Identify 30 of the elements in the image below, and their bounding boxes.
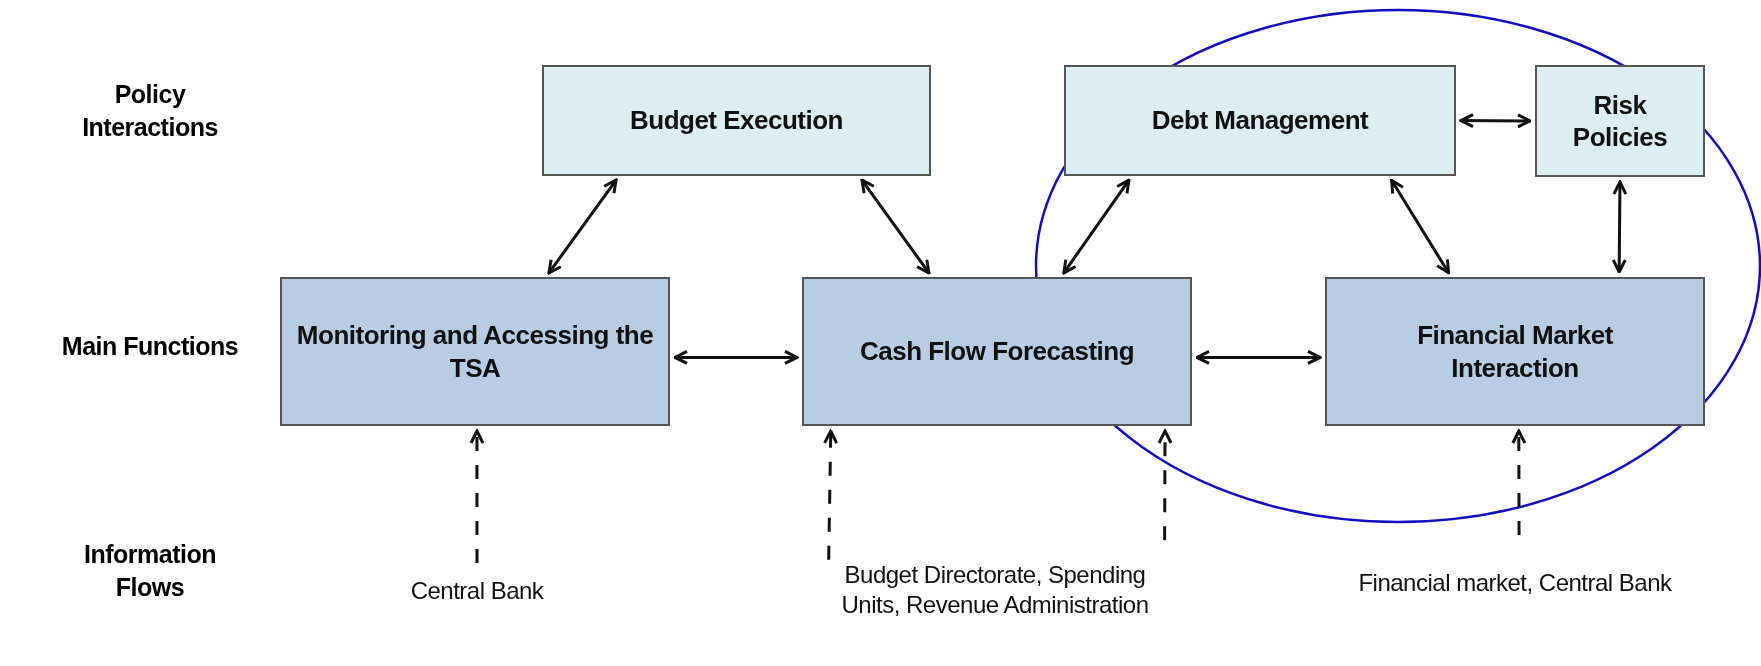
box-label: Budget Execution [630, 104, 843, 137]
process-box [1064, 65, 1456, 176]
arrow [860, 178, 931, 275]
arrow [1459, 113, 1532, 129]
box-label: Risk Policies [1571, 88, 1669, 154]
box-label: Debt Management [1151, 104, 1369, 137]
dashed-arrow [1511, 429, 1527, 535]
source-text: Financial market, Central Bank [1358, 568, 1672, 598]
box-label: Monitoring and Accessing the TSA [295, 319, 655, 384]
process-box [802, 277, 1192, 426]
dashed-arrow [823, 429, 839, 560]
dashed-arrow [469, 429, 485, 563]
arrow [1062, 178, 1131, 275]
arrow [673, 349, 799, 365]
arrow [547, 178, 618, 275]
arrow [1611, 180, 1628, 274]
process-box [280, 277, 670, 426]
process-box [1535, 65, 1705, 177]
source-text: Central Bank [410, 576, 544, 606]
box-label: Financial Market Interaction [1416, 319, 1614, 384]
box-label: Cash Flow Forecasting [859, 335, 1135, 368]
row-label: Information Flows [83, 539, 217, 603]
source-text: Budget Directorate, Spending Units, Revenue Administration [840, 560, 1150, 620]
process-box [1325, 277, 1705, 426]
arrow [1195, 349, 1322, 365]
arrow [1390, 178, 1451, 275]
row-label: Main Functions [60, 331, 240, 362]
dashed-arrow [1157, 429, 1173, 541]
row-label: Policy Interactions [81, 79, 219, 143]
process-box [542, 65, 931, 176]
